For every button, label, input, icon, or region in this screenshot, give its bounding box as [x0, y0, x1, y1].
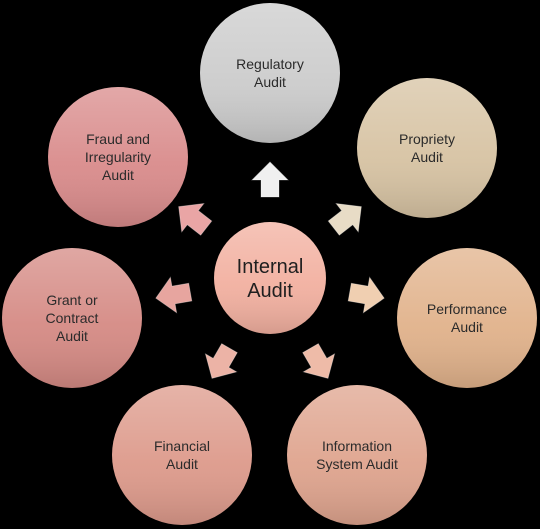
node-label-line: System Audit [316, 456, 398, 472]
center-label-line: Audit [247, 280, 293, 302]
arrow-icon [347, 276, 385, 314]
node-label-line: Information [322, 438, 392, 454]
arrow-icon [155, 276, 193, 314]
node-label-line: Fraud and [86, 131, 150, 147]
node-label-line: Irregularity [85, 149, 151, 165]
node-label-line: Contract [46, 310, 99, 326]
node-circle [200, 3, 340, 143]
node-label-line: Audit [411, 149, 443, 165]
node-label-line: Financial [154, 438, 210, 454]
arrow-icon [302, 343, 336, 379]
center-label-line: Internal [237, 256, 304, 278]
node-circle [357, 78, 497, 218]
arrow-icon [327, 202, 362, 236]
node-label-line: Audit [166, 456, 198, 472]
node-label-line: Performance [427, 301, 507, 317]
node-circle [397, 248, 537, 388]
arrow-icon [251, 161, 289, 198]
node-circle [112, 385, 252, 525]
center-circle [214, 222, 326, 334]
node-label-line: Grant or [46, 292, 98, 308]
node-label-line: Audit [56, 328, 88, 344]
node-circle [287, 385, 427, 525]
node-label-line: Propriety [399, 131, 455, 147]
node-label-line: Regulatory [236, 56, 304, 72]
node-label-line: Audit [102, 167, 134, 183]
node-label-line: Audit [254, 74, 286, 90]
node-label-line: Audit [451, 319, 483, 335]
arrow-layer [155, 161, 385, 379]
arrow-icon [204, 343, 238, 379]
